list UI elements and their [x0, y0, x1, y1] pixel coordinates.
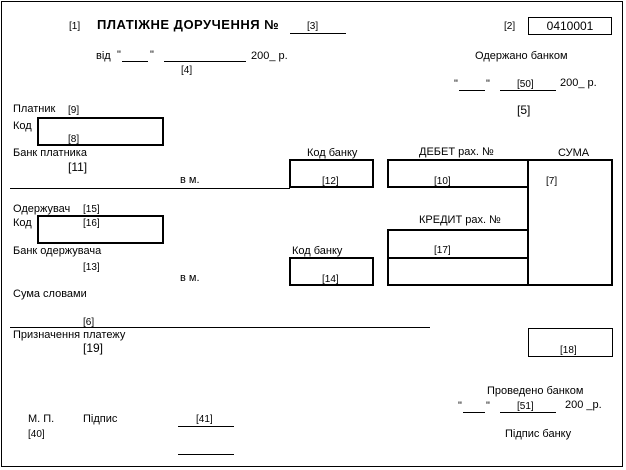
date-quote-open: ": [117, 49, 121, 61]
amount-words-label: Сума словами: [13, 288, 87, 300]
debit-account-label: ДЕБЕТ рах. №: [419, 146, 494, 158]
payer-label: Платник: [13, 103, 56, 115]
field-15-marker: [15]: [83, 204, 100, 215]
document-title: ПЛАТІЖНЕ ДОРУЧЕННЯ №: [97, 17, 280, 32]
signature-line-2: [178, 454, 234, 455]
field-11-marker: [11]: [68, 160, 88, 174]
field-40-marker: [40]: [28, 429, 45, 440]
field-51-marker: [51]: [517, 401, 534, 412]
recipient-bank-code-box: [289, 257, 374, 286]
payer-city-label: в м.: [180, 174, 200, 186]
recv-quote-open: ": [454, 78, 458, 90]
payer-code-label: Код: [13, 120, 32, 132]
field-18-box: [528, 328, 613, 357]
field-17-marker: [17]: [434, 245, 451, 256]
field-5-marker: [5]: [517, 103, 531, 117]
debit-account-box: [387, 159, 529, 188]
field-9-marker: [9]: [68, 105, 80, 116]
received-by-bank-label: Одержано банком: [475, 50, 568, 62]
payment-purpose-label: Призначення платежу: [13, 329, 126, 341]
sum-box: [527, 159, 613, 286]
field-50-marker: [50]: [517, 79, 534, 90]
signature-label: Підпис: [83, 413, 118, 425]
payer-bank-label: Банк платника: [13, 147, 87, 159]
processed-quote-open: ": [458, 400, 462, 412]
form-code-box: 0410001: [528, 17, 612, 35]
field-13-marker: [13]: [83, 262, 100, 273]
processed-month-line: [500, 412, 556, 413]
field-7-marker: [7]: [546, 176, 558, 187]
field-2-marker: [2]: [504, 21, 516, 32]
recv-quote-close: ": [486, 78, 490, 90]
recipient-label: Одержувач: [13, 203, 71, 215]
recipient-city-label: в м.: [180, 272, 200, 284]
credit-box-divider: [387, 257, 529, 259]
field-8-marker: [8]: [68, 134, 80, 145]
from-label: від: [96, 50, 111, 62]
date-year: 200_ р.: [251, 50, 288, 62]
recv-year: 200_ р.: [560, 77, 597, 89]
credit-account-label: КРЕДИТ рах. №: [419, 214, 501, 226]
processed-quote-close: ": [486, 400, 490, 412]
field-41-marker: [41]: [196, 414, 213, 425]
payer-code-box: [37, 117, 164, 146]
recipient-code-box: [37, 215, 164, 244]
field-10-marker: [10]: [434, 176, 451, 187]
processed-by-bank-label: Проведено банком: [487, 385, 584, 397]
date-quote-close: ": [150, 49, 154, 61]
field-19-marker: [19]: [83, 341, 104, 355]
processed-year: 200 _р.: [565, 399, 602, 411]
payer-bank-line: [10, 188, 290, 189]
recv-month-line: [500, 90, 556, 91]
stamp-label: М. П.: [28, 413, 55, 425]
recipient-code-label: Код: [13, 217, 32, 229]
payer-bank-code-box: [289, 159, 374, 188]
field-6-marker: [6]: [83, 317, 95, 328]
payer-bank-code-label: Код банку: [307, 147, 358, 159]
bank-signature-label: Підпис банку: [505, 428, 572, 440]
recv-day-line: [459, 90, 485, 91]
date-day-line: [122, 61, 148, 62]
date-month-line: [164, 61, 246, 62]
field-16-marker: [16]: [83, 218, 100, 229]
processed-day-line: [463, 412, 485, 413]
field-1-marker: [1]: [69, 21, 81, 32]
recipient-bank-code-label: Код банку: [292, 245, 343, 257]
field-4-marker: [4]: [181, 65, 193, 76]
field-18-marker: [18]: [560, 345, 577, 356]
field-12-marker: [12]: [322, 176, 339, 187]
field-14-marker: [14]: [322, 274, 339, 285]
field-3-marker: [3]: [307, 21, 319, 32]
doc-number-line: [290, 33, 346, 34]
recipient-bank-label: Банк одержувача: [13, 245, 102, 257]
sum-label: СУМА: [558, 147, 590, 159]
signature-line-1: [178, 426, 234, 427]
amount-words-line: [10, 327, 430, 328]
